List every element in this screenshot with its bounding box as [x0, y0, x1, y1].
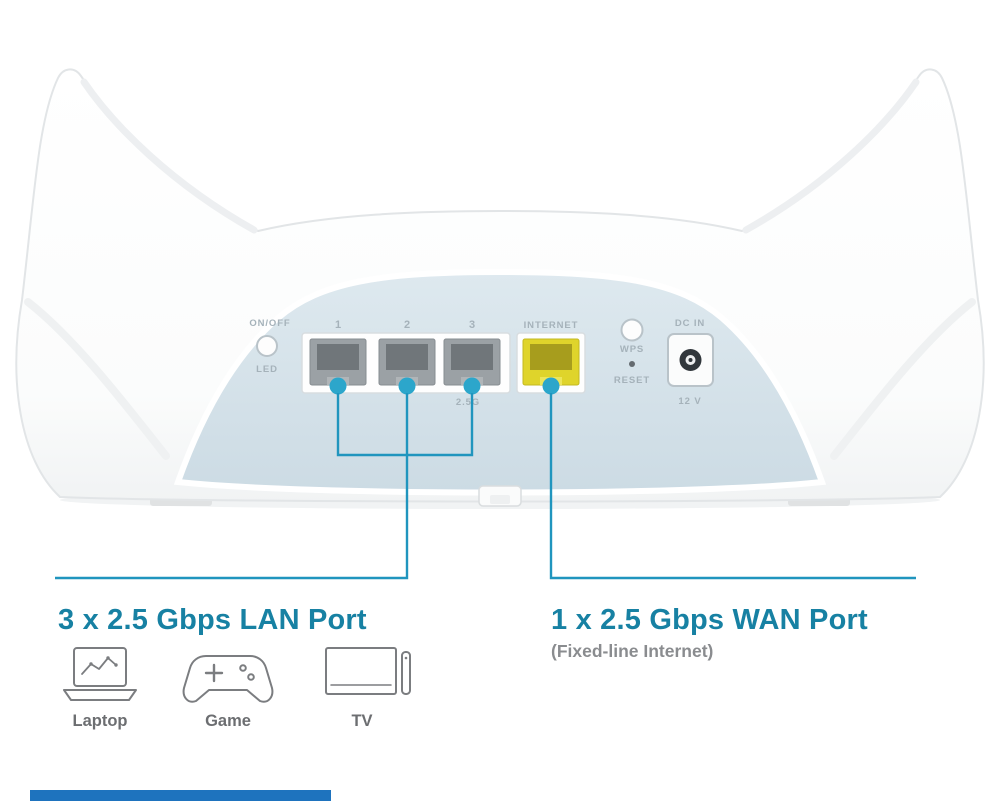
left-side-shade — [24, 298, 170, 460]
lan-port-2-dot — [398, 377, 416, 395]
laptop-icon — [63, 647, 137, 701]
lan-port-3-dot — [463, 377, 481, 395]
wps-label: WPS — [620, 344, 644, 355]
right-wing-crease — [742, 78, 920, 234]
game-label: Game — [205, 712, 251, 730]
lan-port-2-label: 2 — [404, 319, 410, 331]
dc-in-label: DC IN — [675, 318, 705, 329]
lan-port-1-dot — [329, 377, 347, 395]
wan-callout-line — [549, 393, 916, 580]
mount-clip-notch — [490, 495, 510, 504]
gamepad-icon — [182, 655, 274, 703]
lan-port-3 — [443, 338, 501, 386]
wan-callout-title: 1 x 2.5 Gbps WAN Port — [551, 604, 868, 636]
dc-in-barrel-pin — [688, 358, 693, 362]
lan-callout-line — [55, 393, 409, 580]
wps-button — [620, 318, 644, 342]
lan-callout-bracket — [336, 393, 474, 457]
bottom-accent-bar — [30, 790, 331, 801]
dc-voltage-label: 12 V — [678, 396, 701, 407]
tv-icon — [325, 647, 411, 695]
internet-label: INTERNET — [524, 320, 579, 331]
lan-port-3-label: 3 — [469, 319, 475, 331]
led-label: LED — [256, 364, 278, 375]
wan-callout-subtitle: (Fixed-line Internet) — [551, 641, 713, 661]
reset-label: RESET — [614, 375, 650, 386]
lan-callout-title: 3 x 2.5 Gbps LAN Port — [58, 604, 367, 636]
lan-port-1 — [309, 338, 367, 386]
laptop-label: Laptop — [73, 712, 128, 730]
tv-label: TV — [351, 712, 372, 730]
power-label: ON/OFF — [249, 318, 290, 329]
left-wing-crease — [80, 78, 258, 234]
reset-pinhole — [629, 361, 635, 367]
lan-port-1-label: 1 — [335, 319, 341, 331]
lan-speed-label: 2.5G — [456, 397, 480, 408]
internet-port-dot — [542, 377, 560, 395]
led-button — [256, 335, 278, 357]
right-side-shade — [830, 298, 976, 460]
